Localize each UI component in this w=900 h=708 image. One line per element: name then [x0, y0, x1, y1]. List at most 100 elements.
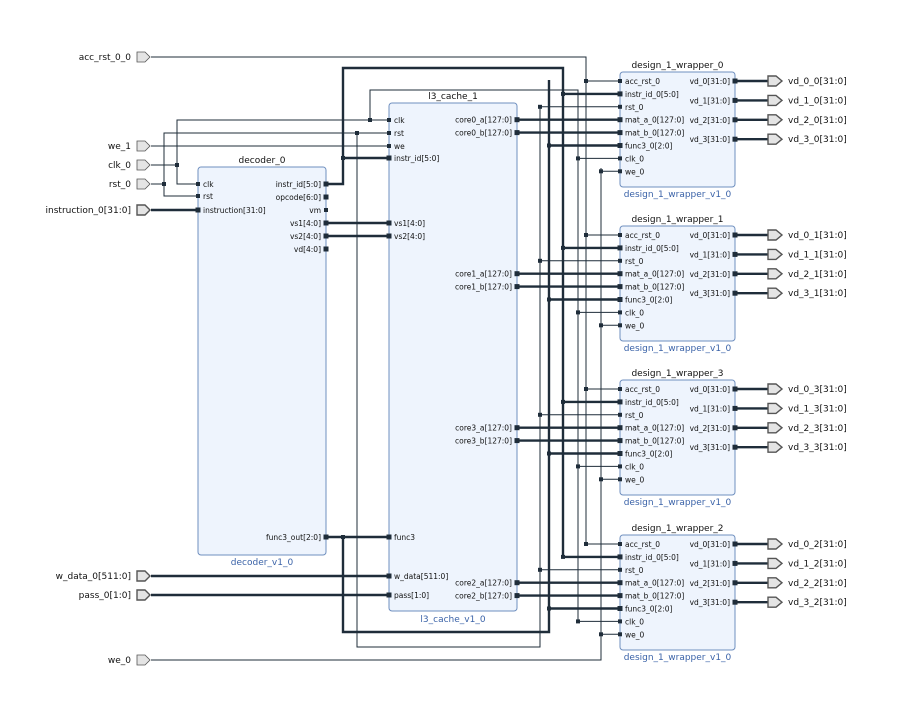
- junction-dot: [538, 104, 542, 109]
- wrapper-out-pin: vd_0[31:0]: [690, 231, 730, 240]
- output-port-label: vd_0_2[31:0]: [788, 540, 847, 550]
- input-port-label: rst_0: [109, 180, 131, 190]
- output-port[interactable]: [767, 422, 784, 434]
- wrapper-out-pin: vd_3[31:0]: [690, 598, 730, 607]
- pin-marker: [514, 284, 520, 290]
- wrapper-out-pin: vd_1[31:0]: [690, 96, 730, 105]
- wire-rst-cache: [163, 132, 389, 184]
- wrapper-block[interactable]: [619, 379, 736, 496]
- input-port-label: we_1: [108, 142, 131, 152]
- wrapper-block[interactable]: [619, 534, 736, 651]
- pin-marker: [617, 297, 623, 302]
- pin-marker: [617, 130, 623, 136]
- output-port-label: vd_2_1[31:0]: [788, 270, 847, 280]
- output-port[interactable]: [767, 229, 784, 241]
- output-port[interactable]: [767, 538, 784, 550]
- pin-marker: [732, 290, 738, 296]
- cache-bottom-pin: pass[1:0]: [394, 591, 429, 600]
- junction-dot: [584, 542, 588, 546]
- wire-we0: [151, 168, 602, 661]
- output-port[interactable]: [767, 248, 784, 261]
- cache-out-pin: core3_a[127:0]: [455, 424, 512, 433]
- junction-dot: [599, 477, 603, 482]
- output-port[interactable]: [767, 383, 784, 395]
- pin-marker: [618, 619, 622, 624]
- pin-marker: [618, 104, 622, 109]
- input-port[interactable]: [136, 570, 151, 582]
- output-port[interactable]: [767, 287, 784, 299]
- pin-marker: [732, 405, 738, 411]
- wrapper-block[interactable]: [619, 225, 736, 342]
- output-port[interactable]: [767, 268, 784, 280]
- output-port[interactable]: [767, 75, 784, 87]
- pin-marker: [732, 97, 738, 103]
- pin-marker: [732, 386, 738, 392]
- junction-dot: [576, 464, 580, 469]
- cache-out-pin: core2_b[127:0]: [455, 592, 512, 601]
- pin-marker: [386, 573, 392, 579]
- wrapper-in-pin: clk_0: [625, 462, 644, 471]
- pin-marker: [323, 534, 329, 540]
- pin-marker: [618, 477, 622, 482]
- wrapper-in-pin: we_0: [625, 475, 644, 484]
- pin-marker: [323, 246, 329, 252]
- wrapper-in-pin: we_0: [625, 630, 644, 639]
- pin-marker: [617, 438, 623, 444]
- output-port[interactable]: [767, 94, 784, 107]
- wrapper-in-pin: mat_a_0[127:0]: [625, 270, 684, 279]
- pin-marker: [514, 593, 520, 599]
- cache-in-pin: instr_id[5:0]: [394, 154, 439, 163]
- decoder-func3-pin: func3_out[2:0]: [266, 533, 321, 542]
- blocks: [136, 51, 784, 666]
- wrapper-in-pin: we_0: [625, 167, 644, 176]
- junction-dot: [584, 233, 588, 237]
- decoder-out-pin: vm: [309, 206, 321, 215]
- wrapper-in-pin: func3_0[2:0]: [625, 296, 673, 305]
- wrapper-out-pin: vd_1[31:0]: [690, 250, 730, 259]
- output-port[interactable]: [767, 596, 784, 608]
- output-port[interactable]: [767, 557, 784, 570]
- wrapper-out-pin: vd_0[31:0]: [690, 540, 730, 549]
- output-port-label: vd_3_0[31:0]: [788, 135, 847, 145]
- output-port[interactable]: [767, 402, 784, 415]
- cache-block[interactable]: [388, 102, 518, 612]
- input-port[interactable]: [136, 589, 151, 601]
- cache-ip: l3_cache_v1_0: [420, 615, 485, 625]
- cache-title: l3_cache_1: [428, 92, 478, 102]
- output-port[interactable]: [767, 114, 784, 126]
- pin-marker: [617, 271, 623, 277]
- junction-dot: [576, 310, 580, 315]
- pin-marker: [618, 412, 622, 417]
- pin-marker: [617, 593, 623, 599]
- decoder-in-pin: rst: [203, 192, 213, 201]
- wrapper-out-pin: vd_1[31:0]: [690, 404, 730, 413]
- junction-dot: [576, 156, 580, 161]
- wrapper-ip: design_1_wrapper_v1_0: [624, 190, 732, 200]
- wrapper-in-pin: instr_id_0[5:0]: [625, 398, 679, 407]
- pin-marker: [386, 155, 392, 161]
- wrapper-block[interactable]: [619, 71, 736, 188]
- input-port[interactable]: [136, 51, 151, 63]
- output-port[interactable]: [767, 441, 784, 453]
- decoder-block[interactable]: [197, 166, 327, 556]
- output-port[interactable]: [767, 133, 784, 145]
- cache-out-pin: core0_b[127:0]: [455, 129, 512, 138]
- input-port[interactable]: [136, 204, 151, 216]
- pin-marker: [324, 208, 328, 212]
- wire-acc-rst: [151, 56, 587, 544]
- wire-instr-id-bus: [341, 66, 565, 158]
- output-port-label: vd_0_1[31:0]: [788, 231, 847, 241]
- cache-out-pin: core0_a[127:0]: [455, 116, 512, 125]
- input-port[interactable]: [136, 654, 151, 666]
- output-port-label: vd_2_3[31:0]: [788, 424, 847, 434]
- pin-marker: [732, 541, 738, 547]
- pin-marker: [617, 451, 623, 456]
- junction-dot: [547, 606, 551, 611]
- cache-func3-pin: func3: [394, 533, 415, 542]
- input-port[interactable]: [136, 178, 151, 190]
- output-port[interactable]: [767, 577, 784, 589]
- wrapper-in-pin: acc_rst_0: [625, 231, 660, 240]
- input-port[interactable]: [136, 159, 151, 171]
- junction-dot: [599, 323, 603, 328]
- input-port[interactable]: [136, 140, 151, 152]
